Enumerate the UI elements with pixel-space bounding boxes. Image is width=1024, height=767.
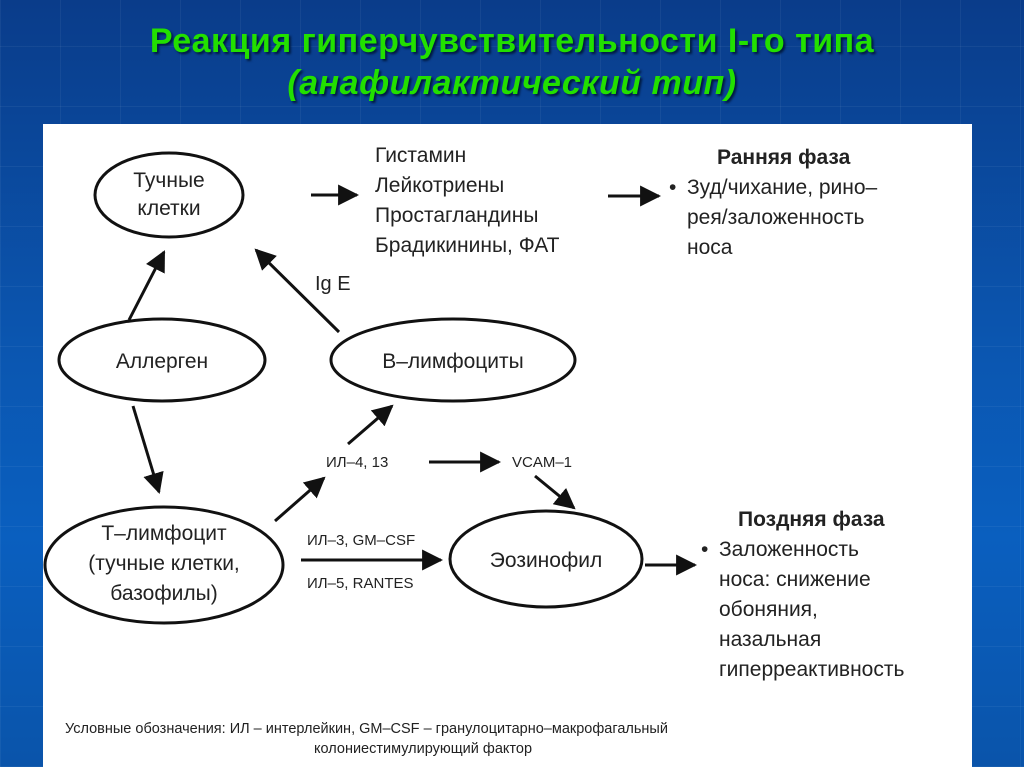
mediator-histamine: Гистамин — [375, 144, 466, 167]
vcam-label: VCAM–1 — [512, 454, 572, 471]
page-title: Реакция гиперчувствительности I-го типа — [149, 22, 875, 60]
mast-cells-label-1: Тучные — [133, 169, 204, 192]
mediator-bradykinins: Брадикинины, ФАТ — [375, 234, 560, 257]
arrow-vcam-to-eosinophil — [534, 474, 576, 510]
il4-13-label: ИЛ–4, 13 — [326, 454, 388, 471]
il5-rantes-label: ИЛ–5, RANTES — [307, 575, 414, 592]
mediator-leukotrienes: Лейкотриены — [375, 174, 504, 197]
arrow-allergen-to-t-lymphocyte — [131, 405, 164, 495]
early-phase-line-2: рея/заложенность — [687, 206, 865, 229]
b-lymphocytes-node — [329, 317, 577, 403]
diagram-panel: Тучные клетки Аллерген В–лимфоциты Т–лим… — [43, 124, 972, 767]
b-lymphocytes-label: В–лимфоциты — [382, 350, 524, 373]
t-lymphocyte-label-2: (тучные клетки, — [88, 552, 240, 575]
ige-label: Ig E — [315, 273, 351, 295]
arrow-il4-to-b-lymphocytes — [347, 404, 394, 446]
early-phase-line-3: носа — [687, 236, 733, 259]
early-phase-line-1: Зуд/чихание, рино– — [687, 176, 878, 199]
arrow-allergen-to-mast-cells — [127, 250, 166, 321]
legend-line-2: колониестимулирующий фактор — [314, 741, 532, 757]
t-lymphocyte-node — [43, 505, 285, 625]
late-phase-heading: Поздняя фаза — [738, 508, 885, 531]
late-phase-bullet: • — [701, 538, 708, 561]
arrow-t-lymphocyte-to-il4 — [274, 476, 326, 523]
legend-line-1: Условные обозначения: ИЛ – интерлейкин, … — [65, 721, 668, 737]
allergen-node — [57, 317, 267, 403]
late-phase-line-1: Заложенность — [719, 538, 859, 561]
eosinophil-node — [448, 509, 644, 609]
early-phase-heading: Ранняя фаза — [717, 146, 851, 169]
page-subtitle: (анафилактический тип) — [287, 64, 737, 102]
arrow-b-lymphocytes-to-mast-cells — [254, 248, 341, 334]
early-phase-bullet: • — [669, 176, 676, 199]
hypersensitivity-diagram: Тучные клетки Аллерген В–лимфоциты Т–лим… — [43, 144, 904, 757]
t-lymphocyte-label-1: Т–лимфоцит — [101, 522, 227, 545]
late-phase-line-4: назальная — [719, 628, 821, 651]
mast-cells-label-2: клетки — [137, 197, 200, 220]
il3-gmcsf-label: ИЛ–3, GM–CSF — [307, 532, 415, 549]
late-phase-line-2: носа: снижение — [719, 568, 871, 591]
late-phase-line-3: обоняния, — [719, 598, 818, 621]
mast-cells-node — [93, 151, 245, 239]
eosinophil-label: Эозинофил — [490, 549, 602, 572]
allergen-label: Аллерген — [116, 350, 208, 373]
t-lymphocyte-label-3: базофилы) — [110, 582, 217, 605]
late-phase-line-5: гиперреактивность — [719, 658, 904, 681]
mediator-prostaglandins: Простагландины — [375, 204, 538, 227]
